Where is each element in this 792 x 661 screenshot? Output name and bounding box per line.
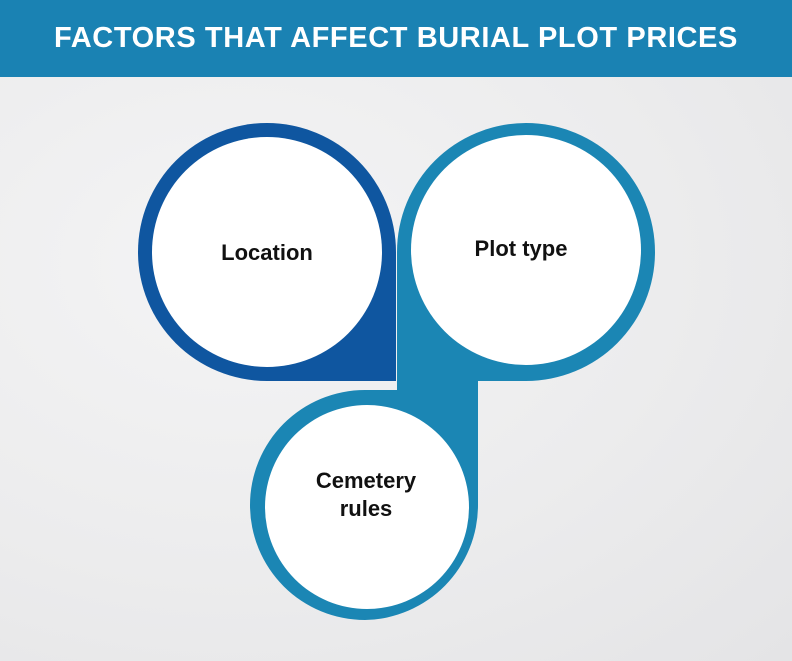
- location-circle: [152, 137, 382, 367]
- factor-location-label: Location: [221, 240, 313, 265]
- page-title: FACTORS THAT AFFECT BURIAL PLOT PRICES: [54, 22, 738, 54]
- factor-plot-type-label: Plot type: [474, 236, 568, 261]
- cemetery-rules-circle: [265, 405, 469, 609]
- cemetery-rules-line1: Cemetery: [315, 468, 417, 493]
- plot-type-circle: [411, 135, 641, 365]
- factor-cemetery-rules-label: Cemetery rules: [316, 467, 416, 523]
- header-banner: FACTORS THAT AFFECT BURIAL PLOT PRICES: [0, 0, 792, 77]
- cemetery-rules-line2: rules: [339, 496, 393, 521]
